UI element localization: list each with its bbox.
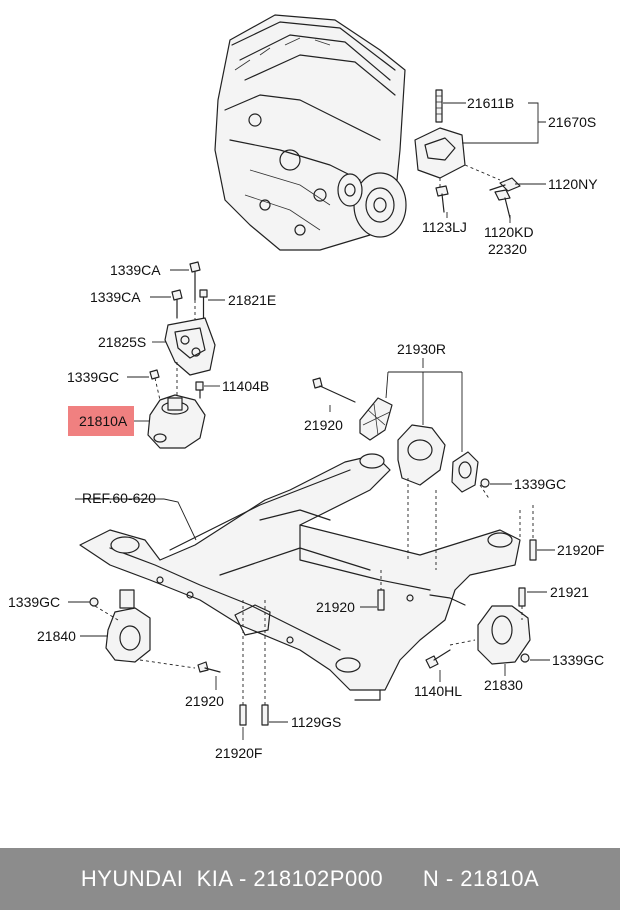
parts-diagram: 21611B 21670S 1120NY 1123LJ 1120KD 22320… [8, 14, 604, 761]
label-21920-mid: 21920 [304, 417, 343, 433]
subframe-illustration [79, 453, 521, 701]
label-21670S: 21670S [548, 114, 596, 130]
label-21930R: 21930R [397, 341, 446, 357]
label-1129GS: 1129GS [291, 714, 341, 730]
label-1339CA-top: 1339CA [110, 262, 161, 278]
transmission-mount-21930R [312, 377, 490, 493]
footer-diagram-code: N - 21810A [422, 866, 540, 891]
label-21611B: 21611B [467, 95, 514, 111]
highlight-box [68, 406, 134, 436]
label-1123LJ: 1123LJ [422, 219, 467, 235]
label-1339CA: 1339CA [90, 289, 141, 305]
label-21920-low: 21920 [185, 693, 224, 709]
label-ref: REF.60-620 [82, 490, 156, 506]
label-1339GC-left: 1339GC [67, 369, 119, 385]
footer-part-number: HYUNDAI KIA - 218102P000 [80, 866, 384, 891]
label-21920F-right: 21920F [557, 542, 604, 558]
guide-lines [94, 164, 534, 705]
leader-lines [68, 102, 555, 740]
label-21810A: 21810A [79, 413, 128, 429]
label-21920-center: 21920 [316, 599, 355, 615]
label-1339GC-right: 1339GC [514, 476, 566, 492]
engine-illustration [214, 14, 407, 251]
part-labels: 21611B 21670S 1120NY 1123LJ 1120KD 22320… [8, 95, 604, 761]
label-1120NY: 1120NY [548, 176, 598, 192]
footer-spacer [383, 866, 423, 892]
label-1120KD: 1120KD [484, 224, 534, 240]
engine-mount-assembly-left [147, 261, 216, 449]
label-21821E: 21821E [228, 292, 276, 308]
mount-21840 [89, 589, 151, 663]
label-1339GC-rr: 1339GC [552, 652, 604, 668]
label-11404B: 11404B [222, 378, 269, 394]
label-21921: 21921 [550, 584, 589, 600]
label-22320: 22320 [488, 241, 527, 257]
label-21920F-bottom: 21920F [215, 745, 262, 761]
label-21840: 21840 [37, 628, 76, 644]
mount-21830 [425, 587, 531, 669]
label-1140HL: 1140HL [414, 683, 462, 699]
label-21830: 21830 [484, 677, 523, 693]
label-21825S: 21825S [98, 334, 146, 350]
footer-bar: HYUNDAI KIA - 218102P000 N - 21810A [0, 848, 620, 910]
label-1339GC-lower: 1339GC [8, 594, 60, 610]
engine-bracket-21670S [414, 89, 521, 219]
